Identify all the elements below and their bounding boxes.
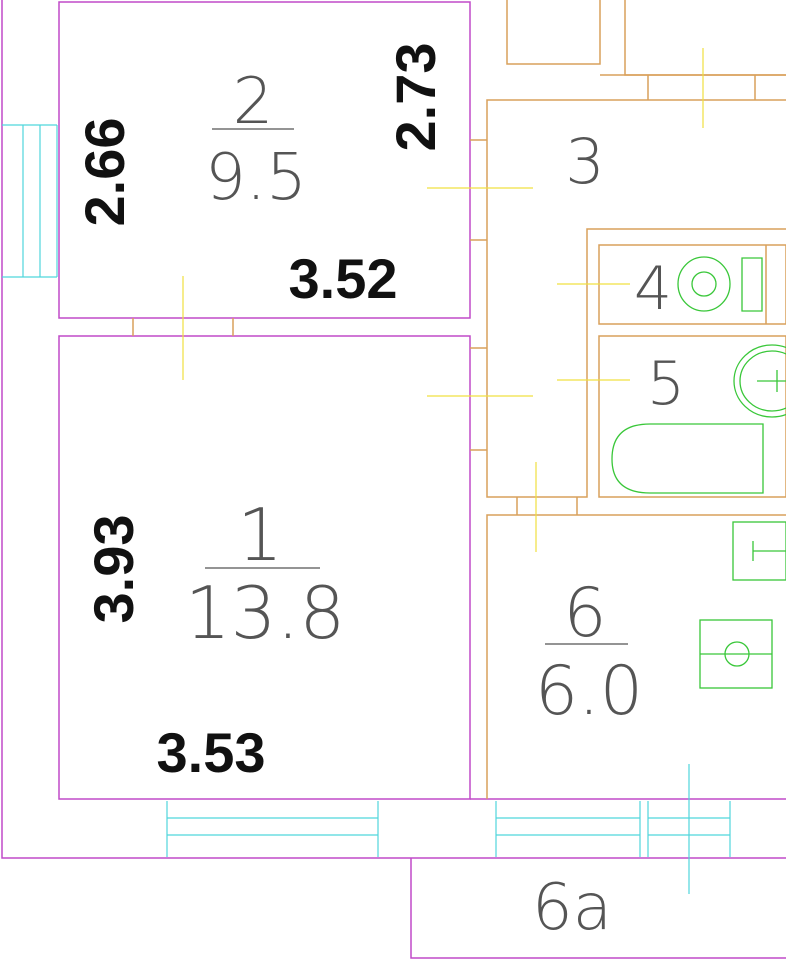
room-4-number: 4	[634, 254, 672, 324]
room-2-width: 3.52	[289, 247, 398, 310]
window-room-1	[166, 801, 379, 857]
room-2-area: 9.5	[205, 141, 307, 215]
room-1-width: 3.53	[157, 721, 266, 784]
sink-icon	[732, 521, 786, 581]
window-room-6	[495, 801, 641, 857]
closet-top-right	[624, 0, 786, 76]
room-5-outline	[598, 335, 786, 498]
room-3-number: 3	[565, 125, 604, 198]
closet-top-left	[506, 0, 601, 65]
fixtures	[611, 256, 786, 689]
room-2-length-left: 2.66	[73, 118, 136, 227]
room-2-outline	[58, 1, 471, 319]
exterior-wall-line	[1, 0, 786, 859]
room-1-length: 3.93	[82, 515, 145, 624]
stove-icon	[699, 619, 773, 689]
room-1-area: 13.8	[185, 571, 345, 655]
room-5-number: 5	[647, 349, 685, 419]
room-3-outline	[486, 99, 786, 498]
room-1-outline	[58, 335, 471, 800]
room-6a-number: 6a	[532, 871, 612, 945]
toilet-icon	[677, 256, 763, 312]
partitions	[132, 0, 786, 799]
room-1-number: 1	[237, 493, 283, 577]
windows	[2, 124, 731, 894]
room-6-number: 6	[563, 574, 606, 653]
room-2-length-right: 2.73	[384, 43, 447, 152]
room-labels: 2 9.5 1 13.8 3 4 5 6 6.0 6a	[185, 65, 685, 945]
balcony-door	[647, 764, 731, 894]
washbasin-icon	[733, 344, 786, 418]
door-marks	[182, 48, 704, 552]
balcony-outline	[410, 858, 786, 959]
bathtub-icon	[611, 423, 764, 494]
room-6-outline	[486, 514, 786, 799]
room-6-area: 6.0	[535, 652, 643, 731]
window-left	[2, 124, 58, 278]
room-2-number: 2	[233, 65, 274, 139]
dimension-labels: 3.52 2.66 2.73 3.53 3.93	[73, 43, 447, 785]
